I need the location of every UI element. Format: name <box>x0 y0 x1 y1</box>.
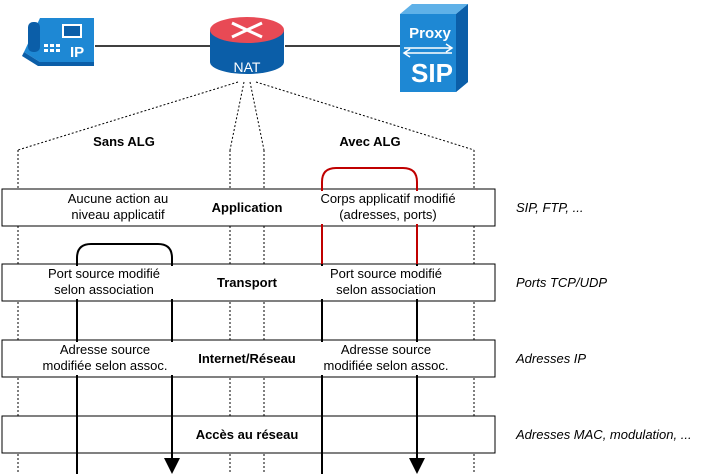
internet-left-line1: Adresse source <box>60 342 150 357</box>
nat-router-icon <box>210 17 284 74</box>
application-right-line2: (adresses, ports) <box>339 207 437 222</box>
proxy-title: Proxy <box>409 25 451 42</box>
internet-left-line2: modifiée selon assoc. <box>42 358 167 373</box>
sip-proxy-icon <box>400 4 468 92</box>
label-bg-internet-right <box>312 342 460 375</box>
column-heading-without-alg: Sans ALG <box>93 134 155 149</box>
packet-path-with-alg-red <box>321 167 418 264</box>
packet-path-without-alg <box>76 243 180 474</box>
transport-right-line2: selon association <box>336 282 436 297</box>
transport-left-line1: Port source modifié <box>48 266 160 281</box>
label-bg-internet-left <box>30 342 180 375</box>
dotted-fan-lines <box>17 81 475 151</box>
network-access-annotation: Adresses MAC, modulation, ... <box>515 427 692 442</box>
transport-layer-name: Transport <box>217 275 278 290</box>
label-bg-transport-right <box>316 266 456 299</box>
internet-layer-name: Internet/Réseau <box>198 351 296 366</box>
transport-annotation: Ports TCP/UDP <box>516 275 607 290</box>
label-bg-transport-left <box>36 266 214 299</box>
internet-annotation: Adresses IP <box>515 351 586 366</box>
label-bg-app-left <box>40 191 210 224</box>
application-left-line2: niveau applicatif <box>71 207 165 222</box>
application-left-line1: Aucune action au <box>68 191 168 206</box>
transport-left-line2: selon association <box>54 282 154 297</box>
column-heading-with-alg: Avec ALG <box>339 134 400 149</box>
application-layer-name: Application <box>212 200 283 215</box>
transport-right-line1: Port source modifié <box>330 266 442 281</box>
phone-label: IP <box>70 44 84 61</box>
internet-right-line2: modifiée selon assoc. <box>323 358 448 373</box>
network-access-layer-name: Accès au réseau <box>196 427 299 442</box>
label-bg-access-center <box>185 420 310 448</box>
application-annotation: SIP, FTP, ... <box>516 200 583 215</box>
label-bg-app-right <box>306 191 471 224</box>
proxy-sip-label: SIP <box>411 58 453 88</box>
nat-label: NAT <box>234 59 261 75</box>
application-right-line1: Corps applicatif modifié <box>320 191 455 206</box>
internet-right-line1: Adresse source <box>341 342 431 357</box>
ip-phone-icon <box>22 18 94 66</box>
